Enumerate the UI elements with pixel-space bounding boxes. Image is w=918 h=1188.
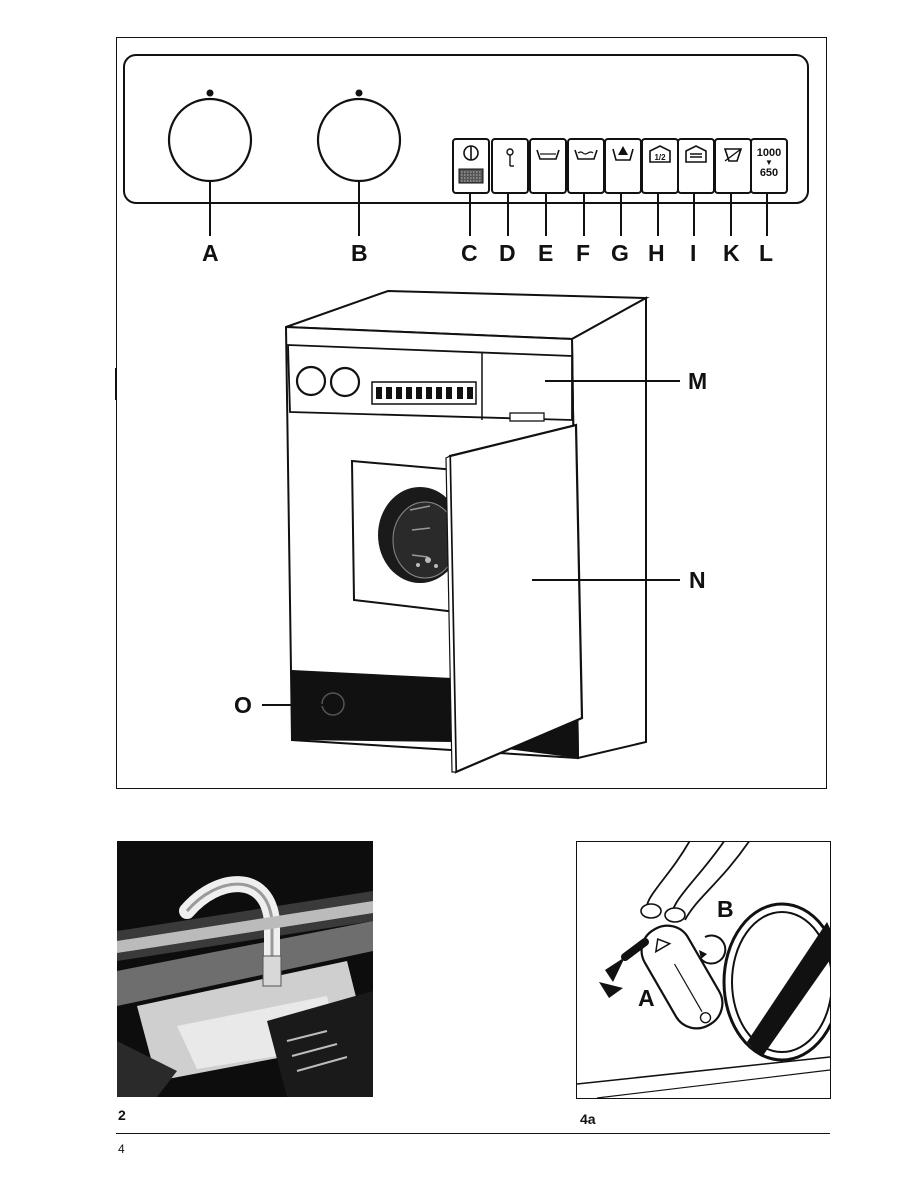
figure-2-photo (117, 841, 373, 1097)
page-number: 4 (118, 1142, 125, 1156)
figure-2-caption: 2 (118, 1107, 126, 1123)
label-m: M (688, 370, 707, 393)
figure-4a-frame: B A (576, 841, 831, 1099)
label-o: O (234, 694, 252, 717)
label-n: N (689, 569, 706, 592)
figure-4a-caption: 4a (580, 1111, 596, 1127)
figure-4a-label-a: A (638, 987, 655, 1010)
footer-rule (116, 1133, 830, 1134)
figure-4a-label-b: B (717, 898, 734, 921)
